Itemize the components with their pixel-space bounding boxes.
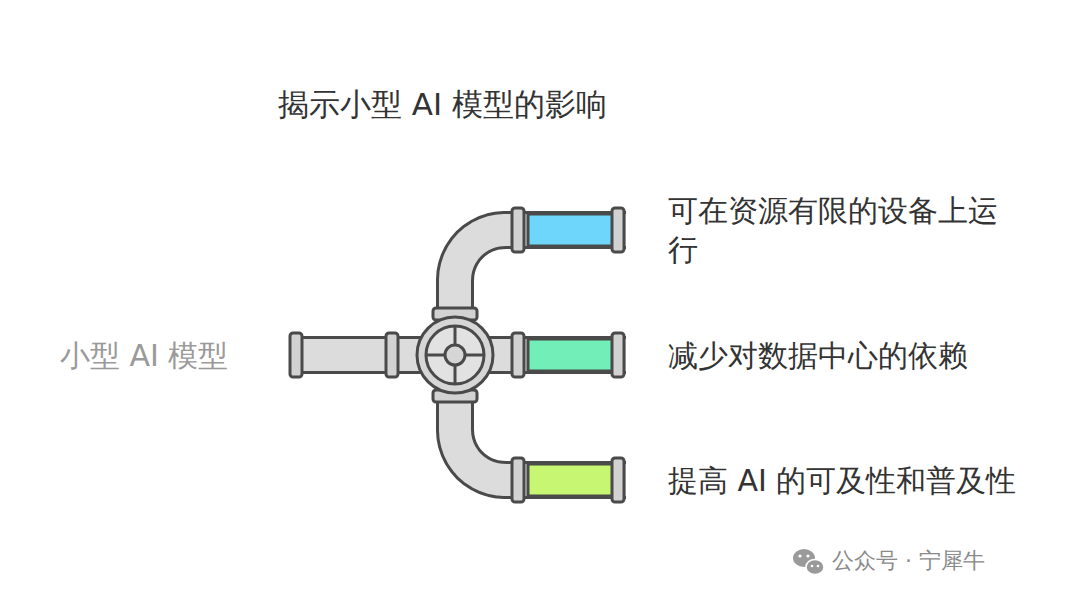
flange: [386, 333, 398, 377]
lime-outlet: [528, 464, 614, 496]
flanges: [290, 208, 624, 502]
flange: [612, 208, 624, 252]
diagram-title: 揭示小型 AI 模型的影响: [278, 84, 607, 126]
outcome-label: 减少对数据中心的依赖: [626, 336, 1026, 375]
source-label: 小型 AI 模型: [60, 336, 292, 375]
flange: [612, 458, 624, 502]
pipe-bodies: [292, 230, 626, 480]
wechat-icon: [793, 549, 824, 575]
flange: [612, 333, 624, 377]
valve: [417, 317, 493, 393]
blue-outlet: [528, 214, 614, 246]
outcome-label: 提高 AI 的可及性和普及性: [626, 461, 1026, 500]
flange: [512, 333, 524, 377]
node-text: 小型 AI 模型: [60, 336, 288, 375]
flange: [512, 458, 524, 502]
watermark: 公众号 · 宁犀牛: [832, 546, 985, 576]
node-text: 提高 AI 的可及性和普及性: [668, 461, 1020, 500]
pipe-outlines: [292, 230, 626, 480]
flange: [290, 333, 302, 377]
node-text: 可在资源有限的设备上运行: [668, 191, 1020, 269]
node-text: 减少对数据中心的依赖: [668, 336, 1020, 375]
outcome-label: 可在资源有限的设备上运行: [626, 191, 1026, 269]
flange: [512, 208, 524, 252]
green-outlet: [528, 339, 614, 371]
